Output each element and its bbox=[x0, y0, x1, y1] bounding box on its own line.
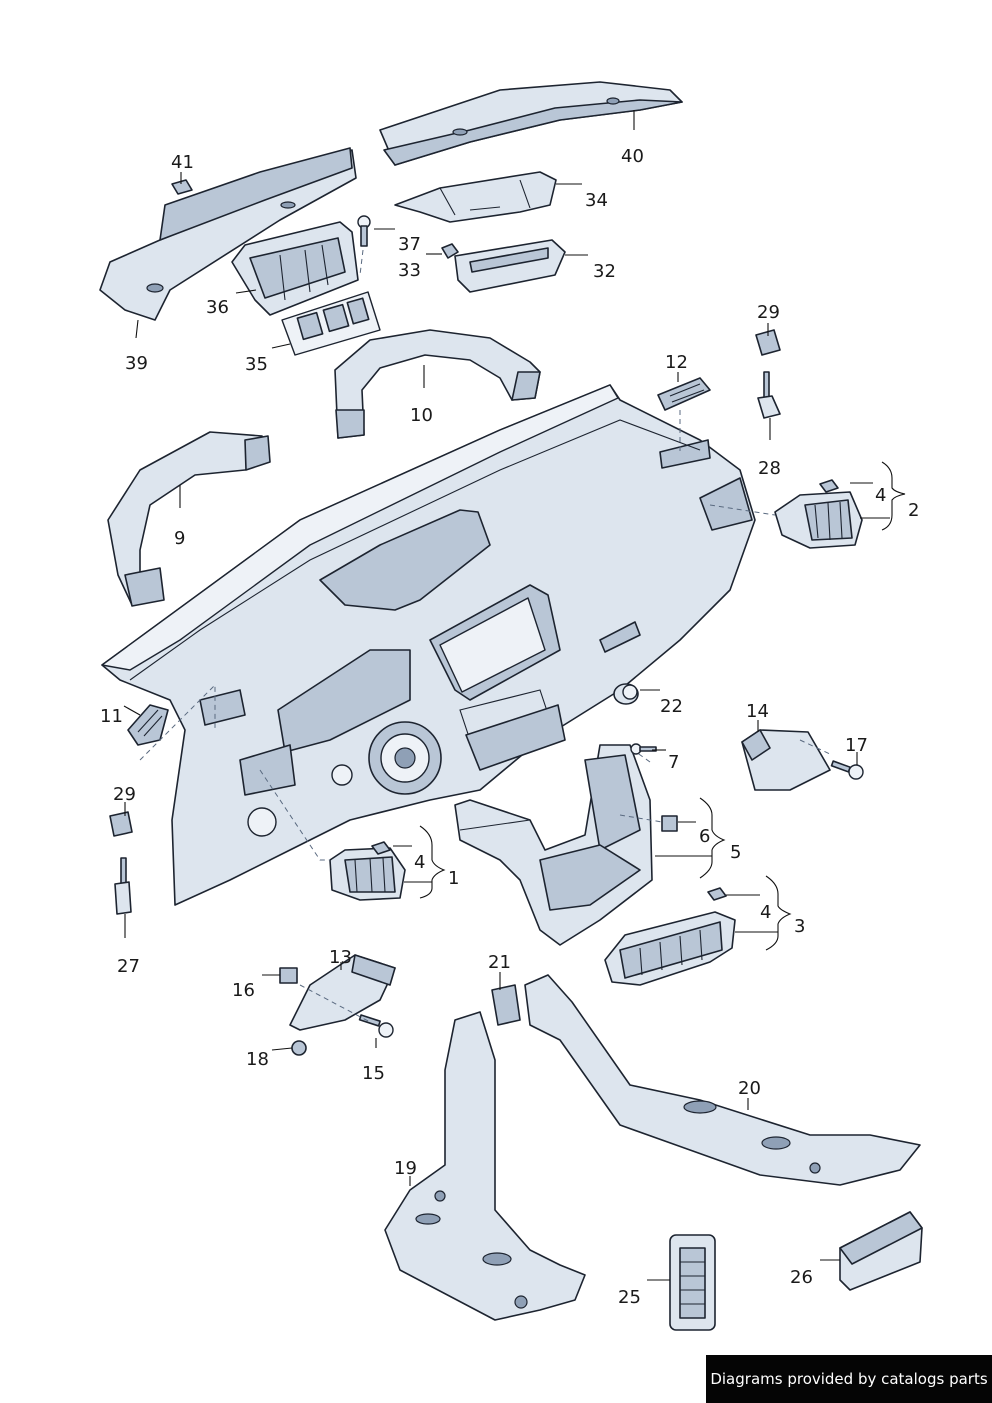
callout-29-top: 29 bbox=[757, 302, 780, 323]
callout-17: 17 bbox=[845, 735, 868, 756]
part-39-left-duct bbox=[99, 147, 357, 321]
callout-9: 9 bbox=[174, 528, 185, 549]
callout-12: 12 bbox=[665, 352, 688, 373]
part-25-floor-grille bbox=[669, 1234, 716, 1331]
callout-6: 6 bbox=[699, 826, 710, 847]
part-5-frame bbox=[454, 744, 653, 946]
callout-35: 35 bbox=[245, 354, 268, 375]
part-11-left-grille bbox=[127, 704, 169, 746]
part-13-duct bbox=[289, 954, 396, 1031]
callout-18: 18 bbox=[246, 1049, 269, 1070]
part-17-screw bbox=[830, 760, 864, 780]
callout-3: 3 bbox=[794, 916, 805, 937]
callout-13: 13 bbox=[329, 947, 352, 968]
callout-21: 21 bbox=[488, 952, 511, 973]
callout-7: 7 bbox=[668, 752, 679, 773]
callout-27: 27 bbox=[117, 956, 140, 977]
callout-1: 1 bbox=[448, 868, 459, 889]
callout-14: 14 bbox=[746, 701, 769, 722]
callout-2: 2 bbox=[908, 500, 919, 521]
callout-32: 32 bbox=[593, 261, 616, 282]
part-36-vent-housing bbox=[231, 221, 359, 316]
callout-29-left: 29 bbox=[113, 784, 136, 805]
callout-5: 5 bbox=[730, 842, 741, 863]
callout-15: 15 bbox=[362, 1063, 385, 1084]
part-19-floor-duct bbox=[384, 1011, 586, 1321]
part-15-screw bbox=[358, 1014, 394, 1038]
part-10-center-duct bbox=[334, 329, 541, 439]
callout-40: 40 bbox=[621, 146, 644, 167]
part-4-clip-left bbox=[371, 841, 391, 855]
callout-19: 19 bbox=[394, 1158, 417, 1179]
part-27-sensor-left bbox=[114, 857, 132, 915]
callout-4-right: 4 bbox=[875, 485, 886, 506]
callout-16: 16 bbox=[232, 980, 255, 1001]
part-33-clip bbox=[441, 243, 459, 259]
part-21-insert bbox=[491, 984, 521, 1026]
part-18-nut bbox=[291, 1040, 307, 1056]
callout-10: 10 bbox=[410, 405, 433, 426]
part-28-sensor-right bbox=[757, 371, 781, 419]
callout-36: 36 bbox=[206, 297, 229, 318]
part-2-right-vent bbox=[774, 491, 863, 549]
part-26-filter-insert bbox=[839, 1211, 923, 1291]
part-16-clip bbox=[279, 967, 298, 984]
part-7-screw bbox=[630, 743, 657, 755]
part-9-left-duct bbox=[107, 431, 271, 607]
part-4-clip-center bbox=[707, 887, 727, 901]
callout-39: 39 bbox=[125, 353, 148, 374]
part-20-floor-duct bbox=[524, 974, 921, 1186]
part-37-screw bbox=[357, 215, 371, 247]
part-32-vent-strip bbox=[454, 239, 566, 293]
part-12-center-grille bbox=[657, 377, 711, 411]
part-40-upper-duct bbox=[379, 81, 683, 166]
part-41-clip bbox=[171, 179, 193, 195]
part-34-duct-channel bbox=[394, 171, 557, 223]
callout-labels: 41 40 34 37 33 32 36 39 35 10 29 12 28 9… bbox=[100, 146, 919, 1308]
callout-25: 25 bbox=[618, 1287, 641, 1308]
part-6-nut bbox=[661, 815, 678, 832]
callout-braces bbox=[419, 461, 906, 951]
callout-37: 37 bbox=[398, 234, 421, 255]
callout-11: 11 bbox=[100, 706, 123, 727]
assembly-lines bbox=[139, 249, 833, 1023]
callout-4-center: 4 bbox=[760, 902, 771, 923]
callout-34: 34 bbox=[585, 190, 608, 211]
callout-4-left: 4 bbox=[414, 852, 425, 873]
part-14-small-duct bbox=[741, 729, 831, 791]
callout-28: 28 bbox=[758, 458, 781, 479]
callout-41: 41 bbox=[171, 152, 194, 173]
part-3-center-vent bbox=[604, 911, 736, 986]
dashboard-panel bbox=[101, 384, 756, 906]
callout-20: 20 bbox=[738, 1078, 761, 1099]
part-1-left-vent bbox=[329, 847, 406, 901]
callout-33: 33 bbox=[398, 260, 421, 281]
callout-26: 26 bbox=[790, 1267, 813, 1288]
callout-22: 22 bbox=[660, 696, 683, 717]
part-29-clip-left bbox=[109, 811, 133, 837]
part-22-ring bbox=[613, 683, 639, 705]
part-35-vent-bezel bbox=[281, 291, 381, 356]
watermark-banner: Diagrams provided by catalogs parts bbox=[706, 1355, 992, 1403]
leader-lines bbox=[123, 110, 890, 1281]
part-4-clip-right bbox=[819, 479, 839, 493]
